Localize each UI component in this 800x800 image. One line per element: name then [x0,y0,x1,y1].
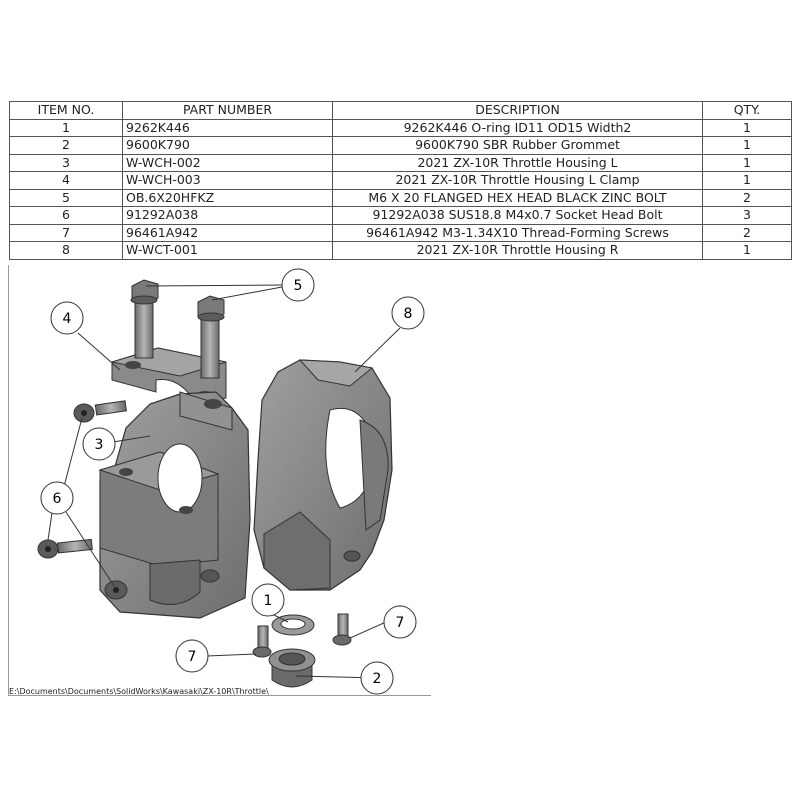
drawing-frame [8,265,431,696]
balloon-5: 5 [281,268,315,302]
rubber-grommet-part [268,648,316,688]
balloon-6: 6 [40,481,74,515]
socket-head-bolt-part [104,580,128,600]
balloon-5-label: 5 [294,278,303,294]
balloon-3: 3 [82,427,116,461]
throttle-housing-left-part [98,391,251,619]
balloon-1-label: 1 [264,593,273,609]
balloon-7-label: 7 [396,615,405,631]
balloon-6-label: 6 [53,491,62,507]
throttle-housing-right-part [253,359,393,591]
thread-forming-screw-part [252,625,272,658]
table-row: 4 W-WCH-003 2021 ZX-10R Throttle Housing… [9,171,792,190]
thread-forming-screw-part [332,613,352,646]
socket-head-bolt-part [73,400,127,423]
balloon-7: 7 [383,605,417,639]
part-number-cell: 96461A942 [122,223,333,242]
balloon-2: 2 [360,661,394,695]
leader-lines [47,284,401,679]
flanged-bolt-part [130,279,159,359]
description-cell: 9600K790 SBR Rubber Grommet [332,136,703,155]
part-number-cell: W-WCH-003 [122,171,333,190]
socket-head-bolt-part [37,538,93,559]
file-path-label: E:\Documents\Documents\SolidWorks\Kawasa… [9,687,269,696]
item-no-cell: 8 [9,241,123,260]
balloon-8-label: 8 [404,306,413,322]
part-number-cell: W-WCH-002 [122,153,333,172]
balloon-4: 4 [50,301,84,335]
qty-cell: 1 [702,241,792,260]
table-row: 8 W-WCT-001 2021 ZX-10R Throttle Housing… [9,241,792,260]
part-number-cell: W-WCT-001 [122,241,333,260]
balloon-7: 7 [175,639,209,673]
balloon-2-label: 2 [373,671,382,687]
table-row: 3 W-WCH-002 2021 ZX-10R Throttle Housing… [9,153,792,172]
balloon-1: 1 [251,583,285,617]
o-ring-part [271,614,315,636]
balloon-4-label: 4 [63,311,72,327]
flanged-bolt-part [197,295,225,379]
description-cell: 2021 ZX-10R Throttle Housing R [332,241,703,260]
balloon-7-label: 7 [188,649,197,665]
bill-of-materials-table: ITEM NO. PART NUMBER DESCRIPTION QTY. 1 … [9,101,792,260]
balloon-3-label: 3 [95,437,104,453]
description-cell: M6 X 20 FLANGED HEX HEAD BLACK ZINC BOLT [332,188,703,207]
description-cell: 9262K446 O-ring ID11 OD15 Width2 [332,118,703,137]
description-cell: 2021 ZX-10R Throttle Housing L Clamp [332,171,703,190]
balloon-8: 8 [391,296,425,330]
